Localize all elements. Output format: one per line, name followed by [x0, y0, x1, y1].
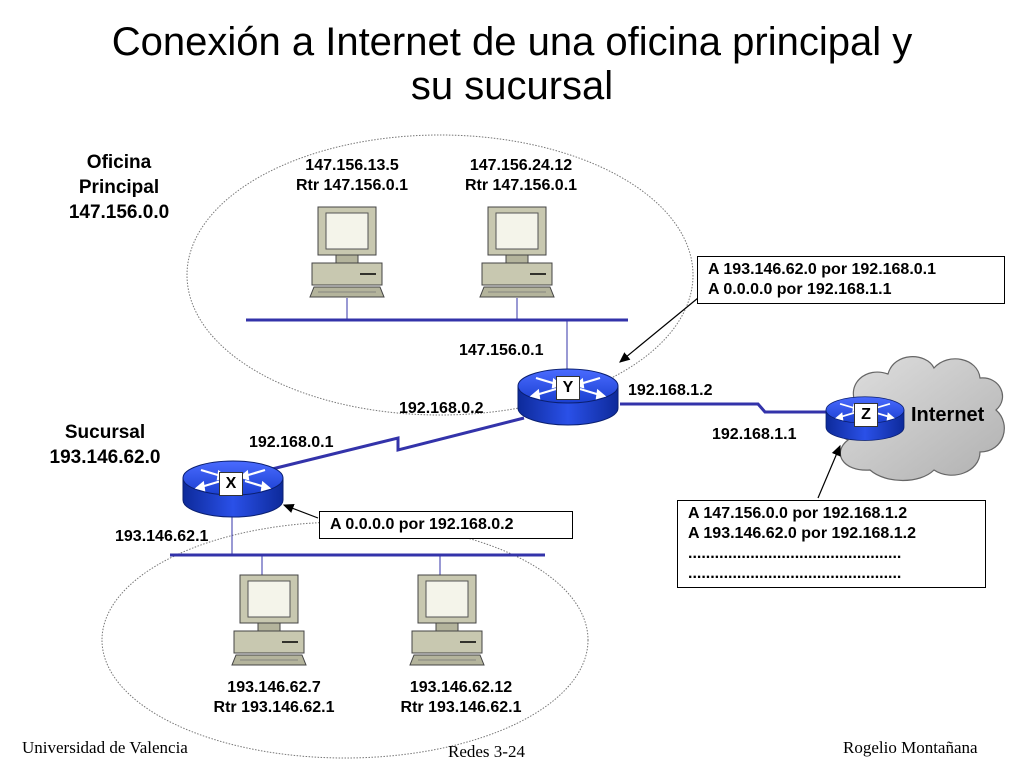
wan-link-x-y [267, 416, 525, 472]
footer-university: Universidad de Valencia [22, 738, 188, 757]
branch-pc1-label: 193.146.62.7 Rtr 193.146.62.1 [214, 678, 335, 718]
branch-pc2-label: 193.146.62.12 Rtr 193.146.62.1 [401, 678, 522, 718]
title-line-1: Conexión a Internet de una oficina princ… [111, 20, 913, 64]
wan-link-y-z [620, 402, 828, 414]
title-line-2: su sucursal [410, 64, 614, 108]
office-site-label: Oficina Principal 147.156.0.0 [69, 150, 169, 225]
branch-pc1-rtr: Rtr 193.146.62.1 [213, 699, 335, 716]
office-name-line2: Principal [78, 177, 160, 198]
router-y-wan-right-address: 192.168.1.2 [628, 382, 713, 399]
office-site-boundary [186, 134, 694, 416]
office-pc2-label: 147.156.24.12 Rtr 147.156.0.1 [465, 156, 577, 196]
office-pc1-rtr: Rtr 147.156.0.1 [295, 177, 409, 194]
office-network: 147.156.0.0 [68, 202, 170, 223]
footer-slide-number: Redes 3-24 [448, 742, 525, 761]
branch-site-boundary [101, 521, 589, 759]
routing-entry: A 147.156.0.0 por 192.168.1.2 [688, 505, 908, 522]
office-pc2-rtr: Rtr 147.156.0.1 [464, 177, 578, 194]
routing-entry: A 0.0.0.0 por 192.168.1.1 [708, 281, 892, 298]
router-z-routing-table: A 147.156.0.0 por 192.168.1.2 A 193.146.… [677, 500, 986, 588]
router-z-wan-address: 192.168.1.1 [712, 426, 797, 443]
office-gateway-address: 147.156.0.1 [459, 342, 544, 359]
routing-entry: A 193.146.62.0 por 192.168.1.2 [688, 525, 917, 542]
branch-pc1-ip: 193.146.62.7 [227, 679, 321, 696]
office-pc1-ip: 147.156.13.5 [305, 157, 399, 174]
office-pc2-ip: 147.156.24.12 [469, 157, 573, 174]
branch-gateway-address: 193.146.62.1 [115, 528, 209, 545]
branch-site-label: Sucursal 193.146.62.0 [50, 420, 161, 470]
router-y-label: Y [556, 376, 580, 400]
router-z-label: Z [854, 403, 878, 427]
routing-entry-ellipsis: ........................................… [688, 545, 902, 562]
branch-name: Sucursal [64, 422, 146, 443]
footer-author: Rogelio Montañana [843, 738, 978, 757]
workstation-icon [409, 574, 485, 666]
branch-network: 193.146.62.0 [49, 447, 161, 468]
router-x-label: X [219, 472, 243, 496]
router-x-routing-table: A 0.0.0.0 por 192.168.0.2 [319, 511, 573, 539]
routing-entry-ellipsis: ........................................… [688, 565, 902, 582]
page-title: Conexión a Internet de una oficina princ… [0, 20, 1024, 108]
office-pc1-label: 147.156.13.5 Rtr 147.156.0.1 [296, 156, 408, 196]
workstation-icon [309, 206, 385, 298]
workstation-icon [479, 206, 555, 298]
office-name-line1: Oficina [86, 152, 152, 173]
internet-label: Internet [911, 404, 985, 426]
workstation-icon [231, 574, 307, 666]
router-x-wan-address: 192.168.0.1 [249, 434, 334, 451]
branch-pc2-rtr: Rtr 193.146.62.1 [400, 699, 522, 716]
router-y-wan-left-address: 192.168.0.2 [399, 400, 484, 417]
routing-entry: A 193.146.62.0 por 192.168.0.1 [708, 261, 937, 278]
routing-entry: A 0.0.0.0 por 192.168.0.2 [330, 516, 514, 533]
branch-pc2-ip: 193.146.62.12 [409, 679, 513, 696]
router-y-routing-table: A 193.146.62.0 por 192.168.0.1 A 0.0.0.0… [697, 256, 1005, 304]
